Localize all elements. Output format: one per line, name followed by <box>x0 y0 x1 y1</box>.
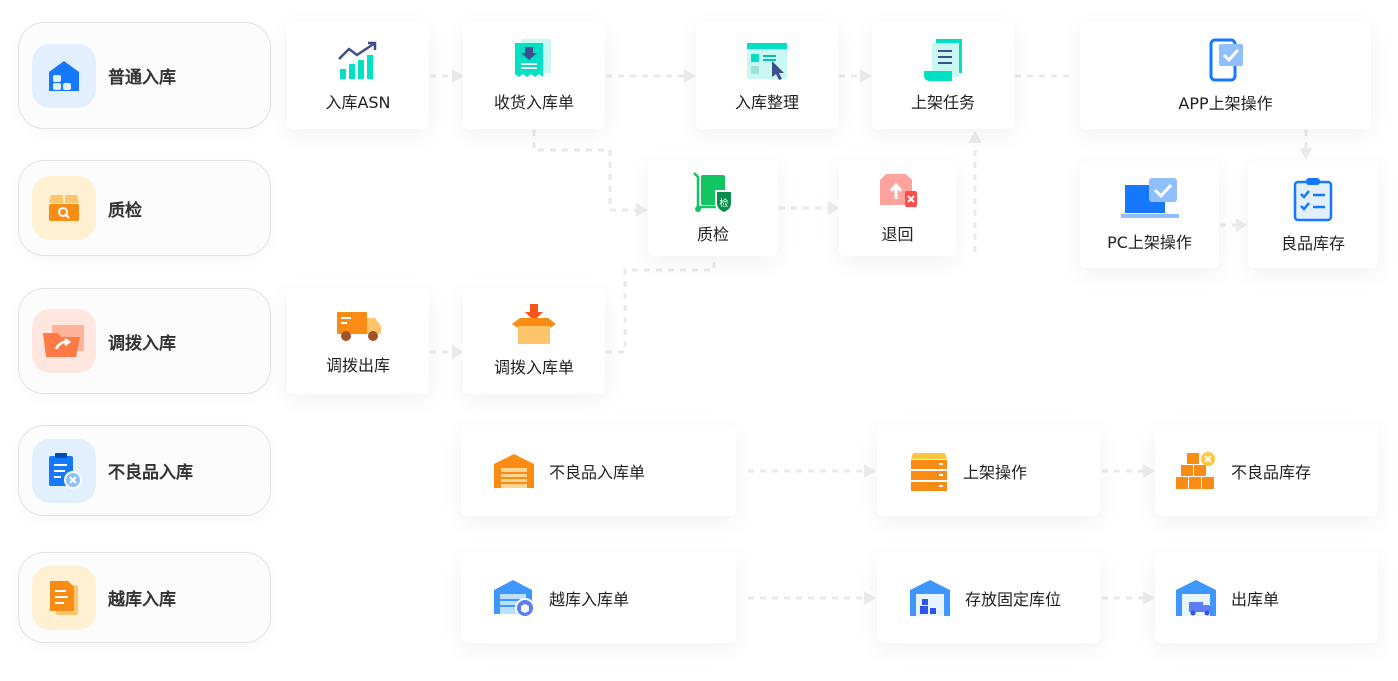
mobile-check-icon <box>1205 38 1247 82</box>
node-label: 不良品库存 <box>1231 462 1312 482</box>
warehouse-icon <box>32 43 96 108</box>
node-label: 存放固定库位 <box>965 589 1062 609</box>
category-label: 普通入库 <box>108 68 176 88</box>
node-label: 调拨出库 <box>325 356 390 375</box>
box-inbound-icon <box>510 304 558 346</box>
node-defect-putaway[interactable]: 上架操作 <box>877 425 1100 516</box>
folder-transfer-icon <box>32 309 96 373</box>
box-search-icon <box>32 176 96 240</box>
node-label: 不良品入库单 <box>549 462 646 482</box>
node-app-putaway[interactable]: APP上架操作 <box>1080 22 1371 129</box>
checklist-icon <box>1292 176 1334 222</box>
category-transfer-inbound[interactable]: 调拨入库 <box>18 288 271 394</box>
node-good-stock[interactable]: 良品库存 <box>1248 161 1378 268</box>
category-quality-check[interactable]: 质检 <box>18 160 271 256</box>
node-label: 收货入库单 <box>493 92 574 112</box>
shelf-icon <box>909 451 949 491</box>
node-transfer-in-order[interactable]: 调拨入库单 <box>463 288 605 394</box>
node-label: 上架操作 <box>963 462 1028 482</box>
garage-icon <box>493 452 535 490</box>
node-receipt-order[interactable]: 收货入库单 <box>463 22 605 129</box>
scroll-document-icon <box>922 38 964 81</box>
node-label: APP上架操作 <box>1178 93 1273 113</box>
node-transfer-out[interactable]: 调拨出库 <box>287 288 429 394</box>
category-label: 不良品入库 <box>108 463 193 483</box>
node-label: 退回 <box>881 225 914 244</box>
node-inbound-organize[interactable]: 入库整理 <box>696 22 838 129</box>
receipt-download-icon <box>513 38 555 81</box>
cart-inspection-icon: 检 <box>692 171 734 213</box>
warehouse-box-icon <box>493 578 535 618</box>
node-putaway-task[interactable]: 上架任务 <box>872 22 1014 129</box>
node-quality-check[interactable]: 检 质检 <box>648 160 778 256</box>
node-inbound-asn[interactable]: 入库ASN <box>287 22 429 129</box>
node-outbound-order[interactable]: 出库单 <box>1155 552 1378 643</box>
node-return[interactable]: 退回 <box>839 160 956 256</box>
node-fixed-location[interactable]: 存放固定库位 <box>877 552 1100 643</box>
node-label: 质检 <box>696 225 729 244</box>
inspection-badge: 检 <box>719 197 728 209</box>
document-stack-icon <box>32 565 96 630</box>
category-defect-inbound[interactable]: 不良品入库 <box>18 425 271 516</box>
node-label: 上架任务 <box>910 92 975 112</box>
rising-chart-icon <box>337 39 379 81</box>
warehouse-truck-icon <box>1175 578 1217 618</box>
category-cross-dock-inbound[interactable]: 越库入库 <box>18 552 271 643</box>
category-label: 质检 <box>108 200 142 221</box>
node-label: 入库整理 <box>734 92 799 112</box>
node-pc-putaway[interactable]: PC上架操作 <box>1080 161 1219 268</box>
laptop-check-icon <box>1120 177 1179 221</box>
category-label: 调拨入库 <box>108 333 176 354</box>
warehouse-location-icon <box>909 578 951 618</box>
node-label: PC上架操作 <box>1107 232 1192 252</box>
category-label: 越库入库 <box>108 590 176 610</box>
node-defect-inbound-order[interactable]: 不良品入库单 <box>461 425 736 516</box>
category-normal-inbound[interactable]: 普通入库 <box>18 22 271 129</box>
truck-icon <box>333 306 383 344</box>
clipboard-reject-icon <box>32 438 96 503</box>
boxes-reject-icon <box>1175 451 1217 491</box>
node-label: 入库ASN <box>325 92 391 112</box>
node-label: 调拨入库单 <box>493 358 574 377</box>
node-label: 良品库存 <box>1280 233 1345 253</box>
box-return-icon <box>877 171 919 213</box>
node-label: 越库入库单 <box>549 589 630 609</box>
node-defect-stock[interactable]: 不良品库存 <box>1155 425 1378 516</box>
node-cross-dock-order[interactable]: 越库入库单 <box>461 552 736 643</box>
window-cursor-icon <box>746 39 788 81</box>
node-label: 出库单 <box>1231 589 1280 609</box>
